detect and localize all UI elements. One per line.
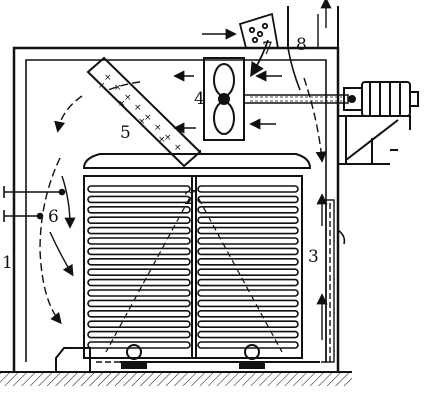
- fan-unit: [203, 57, 245, 141]
- svg-text:×: ×: [124, 93, 132, 103]
- drying-tray: [197, 195, 299, 204]
- door-latch: [337, 229, 346, 245]
- tray-cart: [83, 175, 303, 359]
- drying-tray: [197, 330, 299, 339]
- drying-tray: [87, 309, 191, 318]
- drying-tray: [197, 278, 299, 287]
- floor-rail: [96, 199, 335, 363]
- damper-housing: [238, 12, 280, 78]
- callout-6: 6: [48, 207, 59, 227]
- drying-tray: [87, 268, 191, 277]
- svg-text:×: ×: [98, 81, 106, 91]
- drying-tray: [87, 206, 191, 214]
- outer-casing: [12, 46, 340, 372]
- svg-text:×: ×: [164, 133, 172, 143]
- drying-tray: [197, 247, 299, 256]
- callout-4: 4: [194, 89, 205, 109]
- callout-2: 2: [184, 189, 195, 209]
- drying-tray: [197, 289, 299, 297]
- sensor-probes: [3, 186, 66, 222]
- drying-tray: [197, 206, 299, 214]
- drying-tray: [87, 278, 191, 287]
- svg-text:×: ×: [114, 83, 122, 93]
- drying-tray: [197, 216, 299, 224]
- drying-tray: [87, 195, 191, 204]
- drying-tray: [197, 320, 299, 329]
- drying-tray: [87, 185, 191, 193]
- drying-tray: [197, 299, 299, 308]
- callout-5: 5: [120, 123, 131, 143]
- svg-text:×: ×: [144, 113, 152, 123]
- ground-hatching: [0, 371, 352, 386]
- callout-7: 7: [262, 39, 273, 59]
- drying-tray: [197, 341, 299, 349]
- callout-8: 8: [296, 35, 307, 55]
- drying-tray: [197, 237, 299, 245]
- drying-tray: [197, 257, 299, 266]
- svg-text:×: ×: [138, 117, 146, 127]
- drying-tray: [87, 247, 191, 256]
- drive-shaft: [243, 94, 349, 104]
- drying-tray: [87, 216, 191, 224]
- drying-tray: [197, 309, 299, 318]
- drying-tray: [197, 185, 299, 193]
- cart-diagonal-braces: [105, 189, 283, 353]
- cart-canopy: [82, 150, 312, 169]
- svg-text:×: ×: [174, 143, 182, 153]
- drying-tray: [87, 299, 191, 308]
- left-base-guide: [55, 347, 91, 373]
- exhaust-stack: [287, 0, 339, 91]
- tray-stack: [87, 185, 299, 349]
- svg-text:×: ×: [134, 103, 142, 113]
- svg-text:×: ×: [104, 73, 112, 83]
- cart-wheels: [121, 344, 265, 369]
- callout-1: 1: [2, 253, 13, 273]
- svg-text:×: ×: [154, 123, 162, 133]
- drying-tray: [87, 330, 191, 339]
- drying-tray: [87, 237, 191, 245]
- drying-tray: [87, 226, 191, 235]
- drying-tray: [197, 226, 299, 235]
- electric-motor: [343, 81, 419, 117]
- svg-text:×: ×: [158, 135, 166, 145]
- motor-bracket: [338, 115, 411, 165]
- svg-text:×: ×: [118, 99, 126, 109]
- drying-tray: [87, 320, 191, 329]
- airflow-arrows: [39, 70, 328, 340]
- heater-marks: ××× ××× ×× ××××: [98, 73, 182, 153]
- drying-tray: [87, 257, 191, 266]
- drying-tray: [197, 268, 299, 277]
- callout-3: 3: [308, 247, 319, 267]
